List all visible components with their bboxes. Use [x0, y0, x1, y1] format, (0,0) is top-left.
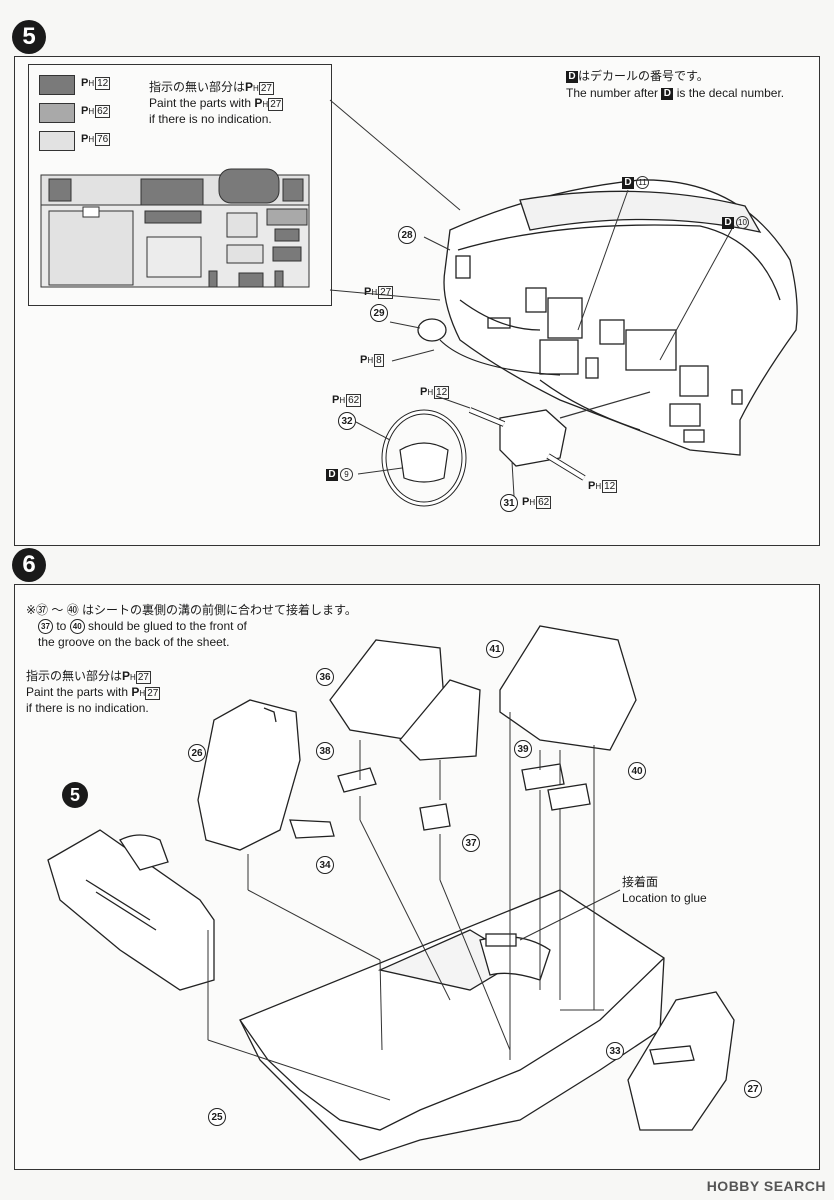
dashboard-color-preview [40, 168, 310, 288]
swatch-12 [39, 75, 75, 95]
part-28-callout: 28 [398, 226, 416, 244]
part-38-callout: 38 [316, 742, 334, 760]
glue-note-jp: ※㊲ ～ ㊵ はシートの裏側の溝の前側に合わせて接着します。 [26, 603, 357, 617]
part-29-callout: 29 [370, 304, 388, 322]
legend-note-en-2: if there is no indication. [149, 112, 272, 126]
part-33-callout: 33 [606, 1042, 624, 1060]
part-26-callout: 26 [188, 744, 206, 762]
part-39-callout: 39 [514, 740, 532, 758]
part-25-callout: 25 [208, 1108, 226, 1126]
step-6-badge: 6 [12, 548, 46, 582]
part-36-callout: 36 [316, 668, 334, 686]
glue-note-en-2: the groove on the back of the sheet. [38, 635, 230, 649]
decal-note-en: The number after D is the decal number. [566, 86, 785, 100]
swatch-76 [39, 131, 75, 151]
step6-paint-note-en-2: if there is no indication. [26, 701, 149, 715]
step-5-reference-badge: 5 [62, 782, 88, 808]
swatch-62 [39, 103, 75, 123]
part-37-callout: 37 [462, 834, 480, 852]
part-32-callout: 32 [338, 412, 356, 430]
part-40-callout: 40 [628, 762, 646, 780]
part-27-callout: 27 [744, 1080, 762, 1098]
glue-note-en-1: 37 to 40 should be glued to the front of [38, 618, 247, 635]
watermark: HOBBY SEARCH [706, 1178, 826, 1194]
part-34-callout: 34 [316, 856, 334, 874]
step-5-badge: 5 [12, 20, 46, 54]
part-41-callout: 41 [486, 640, 504, 658]
part-31-callout: 31 [500, 494, 518, 512]
